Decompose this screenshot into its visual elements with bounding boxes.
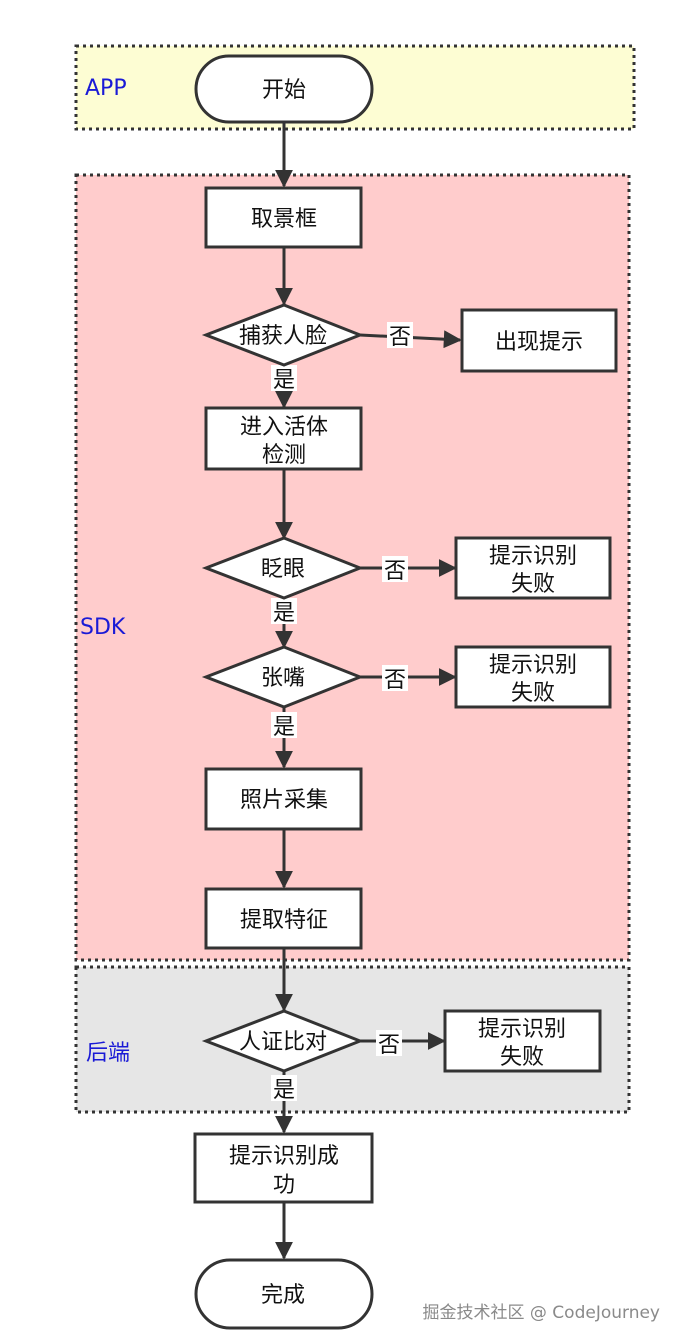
label-yes-capture: 是 <box>273 368 295 393</box>
node-frame-text: 取景框 <box>251 207 317 232</box>
lane-sdk-label: SDK <box>80 615 126 640</box>
node-liveness-line2: 检测 <box>262 443 306 468</box>
node-extract-text: 提取特征 <box>240 908 328 933</box>
node-mouth-text: 张嘴 <box>261 666 305 691</box>
label-no-capture: 否 <box>389 325 411 350</box>
node-fail1-line2: 失败 <box>511 572 555 597</box>
label-yes-compare: 是 <box>273 1078 295 1103</box>
watermark-text: 掘金技术社区 @ CodeJourney <box>422 1303 660 1323</box>
label-yes-mouth: 是 <box>273 715 295 740</box>
node-success-line2: 功 <box>273 1173 295 1198</box>
node-start <box>194 54 374 124</box>
lane-app-label: APP <box>85 76 127 101</box>
node-success-line1: 提示识别成 <box>229 1144 339 1169</box>
label-no-blink: 否 <box>384 559 406 584</box>
node-fail3 <box>443 1009 602 1073</box>
node-capture-text: 捕获人脸 <box>239 324 327 349</box>
node-blink <box>201 536 365 600</box>
node-fail2-line1: 提示识别 <box>489 653 577 678</box>
node-liveness-line1: 进入活体 <box>240 415 328 440</box>
node-success <box>193 1132 374 1204</box>
label-yes-blink: 是 <box>273 601 295 626</box>
node-start-text: 开始 <box>262 78 306 103</box>
node-fail3-line1: 提示识别 <box>478 1017 566 1042</box>
node-blink-text: 眨眼 <box>261 557 305 582</box>
node-texts: 开始 取景框 捕获人脸 出现提示 进入活体 检测 眨眼 提示识别 失败 张嘴 提… <box>229 78 583 1308</box>
node-compare <box>201 1009 365 1073</box>
node-fail1-line1: 提示识别 <box>489 544 577 569</box>
node-fail2-line2: 失败 <box>511 681 555 706</box>
label-no-compare: 否 <box>378 1033 400 1058</box>
lane-backend-label: 后端 <box>86 1041 130 1066</box>
node-liveness <box>204 406 363 471</box>
node-hint-text: 出现提示 <box>495 330 583 355</box>
node-frame <box>204 186 363 249</box>
node-compare-text: 人证比对 <box>239 1030 327 1055</box>
node-capture <box>201 303 365 367</box>
node-done <box>194 1258 374 1330</box>
label-no-mouth: 否 <box>384 668 406 693</box>
node-fail2 <box>454 645 612 709</box>
node-hint <box>460 308 618 373</box>
edge-labels: 否 是 否 是 否 是 否 是 <box>271 322 413 1103</box>
node-fail3-line2: 失败 <box>500 1045 544 1070</box>
nodes <box>193 54 618 1330</box>
node-done-text: 完成 <box>261 1283 305 1308</box>
node-fail1 <box>454 536 612 600</box>
node-mouth <box>201 645 365 709</box>
node-extract <box>204 887 363 950</box>
node-photo-text: 照片采集 <box>240 788 328 813</box>
node-photo <box>204 767 363 831</box>
